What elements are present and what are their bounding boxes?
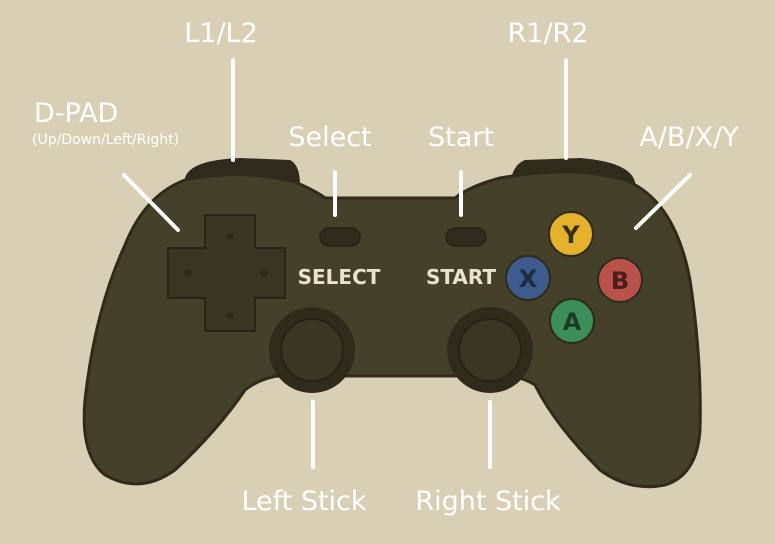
abxy-leader-line bbox=[634, 173, 692, 230]
start-label: Start bbox=[428, 122, 494, 153]
dpad-label: D-PAD bbox=[34, 98, 119, 129]
dpad-up-dot bbox=[226, 233, 234, 241]
left-stick-cap bbox=[280, 318, 344, 382]
controller-body bbox=[82, 170, 702, 489]
a-button bbox=[549, 298, 595, 344]
start-printed-text: START bbox=[426, 265, 496, 289]
l1l2-label: L1/L2 bbox=[184, 18, 258, 49]
x-button-letter: X bbox=[519, 265, 538, 293]
dpad-left-dot bbox=[184, 269, 192, 277]
dpad-leader-line bbox=[122, 173, 180, 232]
y-button bbox=[548, 211, 594, 257]
select-printed-text: SELECT bbox=[298, 265, 381, 289]
abxy-label: A/B/X/Y bbox=[639, 122, 739, 153]
dpad bbox=[167, 214, 286, 332]
select-label: Select bbox=[288, 122, 372, 153]
right-stick-cap bbox=[458, 318, 522, 382]
dpad-down-dot bbox=[226, 311, 234, 319]
y-button-letter: Y bbox=[561, 221, 580, 249]
dpad-sublabel: (Up/Down/Left/Right) bbox=[32, 132, 180, 148]
right-stick-label: Right Stick bbox=[415, 486, 561, 517]
leader-lines bbox=[122, 58, 692, 469]
start-button bbox=[445, 227, 487, 247]
b-button bbox=[597, 257, 643, 303]
x-button bbox=[505, 255, 551, 301]
left-stick-label: Left Stick bbox=[241, 486, 367, 517]
r1r2-label: R1/R2 bbox=[507, 18, 589, 49]
b-button-letter: B bbox=[611, 267, 629, 295]
select-button bbox=[319, 227, 361, 247]
a-button-letter: A bbox=[563, 308, 582, 336]
dpad-right-dot bbox=[260, 269, 268, 277]
